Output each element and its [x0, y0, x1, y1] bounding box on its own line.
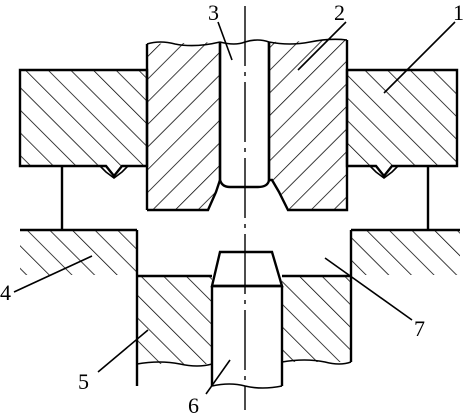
label-part-6: 6 — [188, 393, 199, 415]
label-part-3: 3 — [208, 0, 219, 25]
die-block-left — [18, 68, 149, 179]
columns — [60, 166, 430, 230]
label-part-5: 5 — [78, 369, 89, 394]
upper-die-right — [267, 38, 349, 212]
lower-punch — [210, 250, 284, 389]
lower-die-right — [280, 274, 352, 386]
lower-die-left — [136, 274, 214, 386]
label-part-1: 1 — [453, 0, 464, 25]
base-block-right — [349, 228, 460, 362]
leader-lines — [13, 21, 456, 395]
label-part-2: 2 — [334, 0, 345, 25]
base-block-left — [20, 228, 139, 386]
label-part-7: 7 — [414, 316, 425, 341]
upper-die-left — [145, 41, 222, 212]
label-part-4: 4 — [0, 280, 11, 305]
die-block-right — [345, 68, 459, 179]
